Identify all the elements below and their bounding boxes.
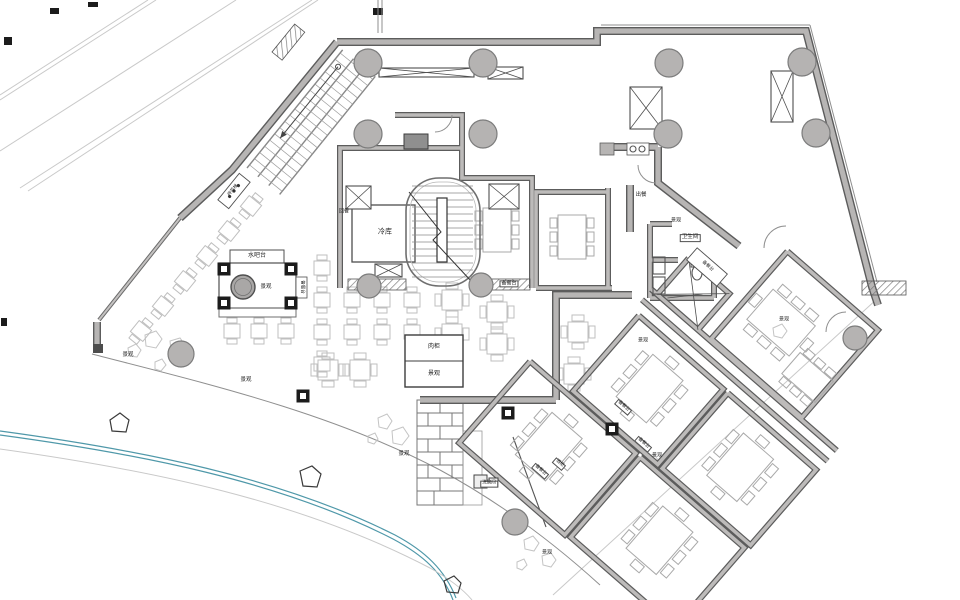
- equipment-boxes: [345, 66, 794, 278]
- label-kitchen-prep: 备餐台: [499, 280, 519, 288]
- label-wing-scenery-2: 景观: [778, 316, 790, 323]
- main-staircase: [405, 177, 481, 287]
- landscape-rocks: [109, 323, 788, 594]
- terrace-and-water-curves: [0, 353, 601, 600]
- structural-columns: [167, 47, 868, 536]
- diagonal-room-wing: [459, 171, 914, 600]
- water-bar-counter: [217, 249, 308, 318]
- food-lift-box: [217, 172, 251, 210]
- label-meat-cabinet: 肉柜: [427, 342, 441, 350]
- restroom-prep-box: [686, 247, 728, 287]
- label-terrace-scenery-1: 景观: [122, 352, 134, 359]
- label-water-bar-prep: 备餐台: [299, 280, 305, 294]
- label-cold-storage: 冷库: [378, 227, 392, 236]
- label-water-bar-scenery: 景观: [260, 284, 272, 291]
- label-center-scenery: 景观: [427, 369, 441, 377]
- label-corridor-scenery: 景观: [670, 217, 682, 224]
- label-terrace-scenery-2: 景观: [240, 377, 252, 384]
- cold-storage-room: [351, 204, 416, 263]
- canopy-hatch: [271, 23, 306, 61]
- label-terrace-scenery-3: 景观: [398, 451, 410, 458]
- label-restroom: 卫生间: [679, 234, 701, 242]
- label-serving-out: 出餐: [635, 192, 647, 199]
- wall-end-cap: [93, 344, 103, 353]
- label-serving-return: 回餐: [338, 208, 350, 215]
- label-water-bar: 水吧台: [247, 251, 267, 259]
- label-wing-scenery-1: 景观: [637, 337, 649, 344]
- dumbwaiter: [403, 133, 429, 150]
- label-wing-scenery-4: 景观: [541, 549, 553, 556]
- label-dishwash: 洗碗间: [480, 480, 498, 488]
- escalator: [246, 49, 376, 195]
- site-markers: [1, 0, 383, 326]
- site-boundary-lines: [0, 0, 879, 596]
- door-swings: [434, 114, 847, 333]
- label-wing-scenery-3: 景观: [651, 452, 663, 459]
- center-feature-box: [404, 334, 464, 388]
